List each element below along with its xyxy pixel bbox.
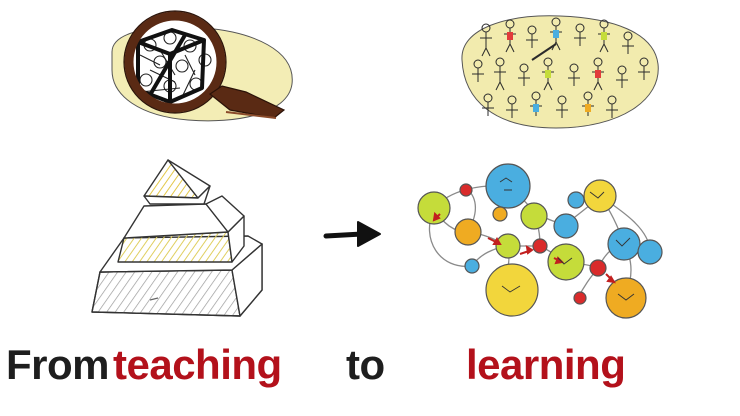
arrow-right-icon	[323, 221, 381, 247]
caption-word-teaching: teaching	[113, 341, 282, 388]
crowd-of-people-icon	[461, 15, 659, 129]
network-graph-icon	[417, 163, 663, 319]
pyramid-icon	[91, 159, 263, 317]
caption-word-learning: learning	[466, 341, 626, 388]
caption: From teaching to learning	[0, 340, 740, 400]
caption-word-to: to	[346, 341, 385, 388]
caption-word-from: From	[6, 341, 110, 388]
magnifying-glass-icon	[111, 10, 293, 122]
